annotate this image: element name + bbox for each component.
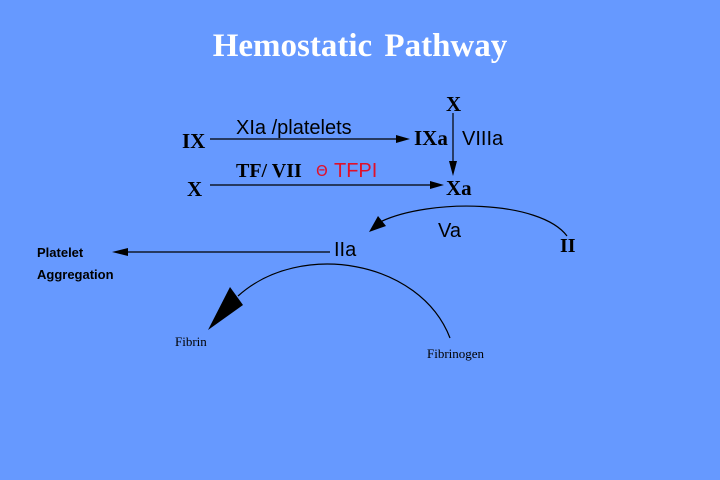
arrowhead-xtop-to-xa	[449, 161, 457, 176]
node-xa: Xa	[446, 176, 472, 200]
node-ix: IX	[182, 129, 206, 153]
inhibit-symbol: Θ	[316, 162, 328, 180]
arrowhead-ix-to-ixa	[396, 135, 410, 143]
node-fibrinogen: Fibrinogen	[427, 346, 485, 361]
label-xia-platelets: XIa /platelets	[236, 117, 352, 139]
arrowhead-ii-to-iia	[369, 216, 386, 232]
node-iia: IIa	[334, 239, 357, 261]
label-tf-vii: TF/ VII	[236, 160, 302, 182]
node-platelet-line1: Platelet	[37, 245, 84, 260]
node-fibrin: Fibrin	[175, 334, 207, 349]
node-x-left: X	[187, 177, 203, 201]
node-platelet-line2: Aggregation	[37, 267, 114, 282]
label-tfpi: TFPI	[334, 160, 378, 182]
node-x-top: X	[446, 92, 462, 116]
node-viiia: VIIIa	[462, 128, 504, 150]
arrowhead-x-to-xa	[430, 181, 444, 189]
node-ii: II	[560, 235, 576, 257]
arrow-fibrinogen-to-fibrin	[237, 263, 451, 339]
label-va: Va	[438, 220, 461, 242]
slide-title: Hemostatic Pathway	[212, 28, 508, 64]
arrow-ii-to-iia	[379, 205, 568, 237]
arrowhead-iia-to-platelet	[112, 248, 128, 256]
arrowhead-fibrinogen-to-fibrin	[208, 287, 243, 330]
node-ixa: IXa	[414, 126, 448, 150]
